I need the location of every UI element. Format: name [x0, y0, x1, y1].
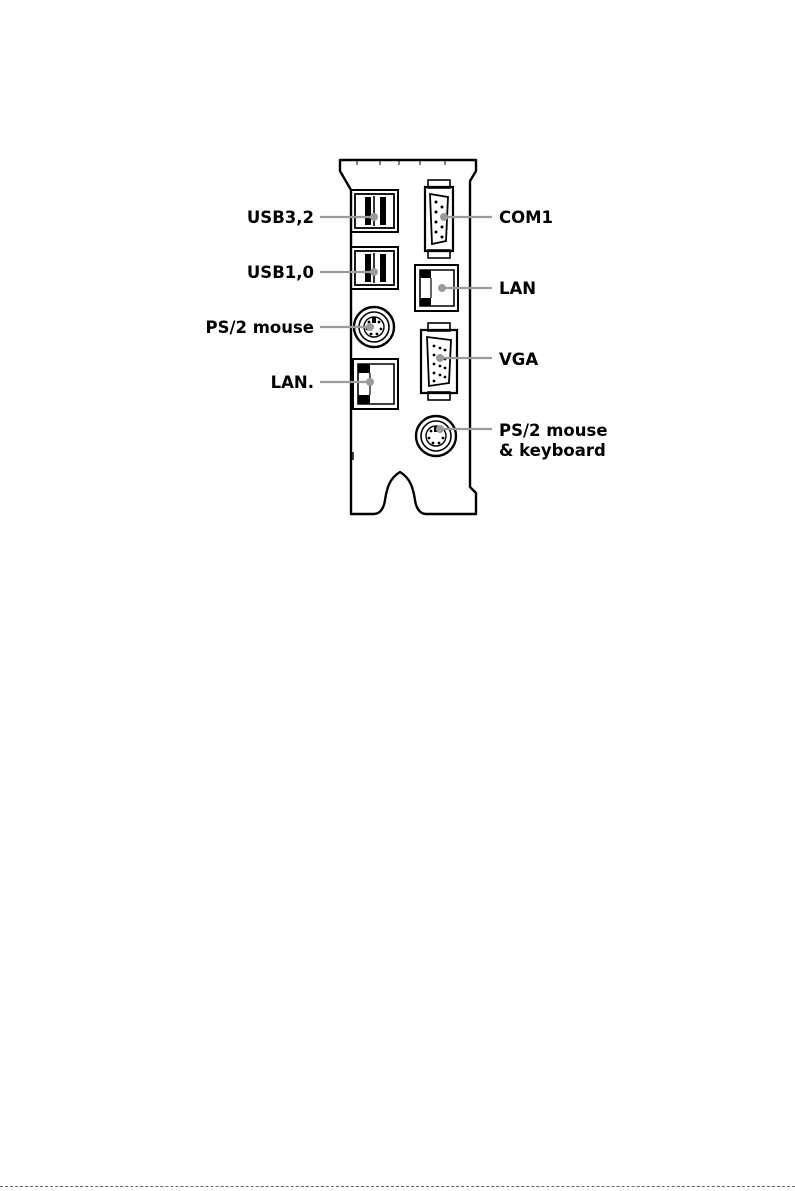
label-ps2-combo-line2: & keyboard	[499, 441, 606, 460]
lan-port-left	[353, 359, 398, 409]
bottom-rule	[0, 1186, 795, 1187]
leader-lines	[320, 213, 492, 433]
label-ps2-mouse: PS/2 mouse	[205, 318, 314, 337]
label-com1: COM1	[499, 208, 553, 227]
label-vga: VGA	[499, 350, 538, 369]
label-lan-left: LAN.	[271, 373, 314, 392]
com1-port	[425, 180, 453, 258]
label-usb32: USB3,2	[247, 208, 314, 227]
usb10-port	[351, 247, 398, 289]
ps2-combo-port	[416, 416, 456, 456]
label-lan-right: LAN	[499, 279, 536, 298]
usb32-port	[351, 190, 398, 232]
io-bracket	[340, 160, 476, 514]
label-ps2-combo-line1: PS/2 mouse	[499, 421, 608, 440]
label-usb10: USB1,0	[247, 263, 314, 282]
